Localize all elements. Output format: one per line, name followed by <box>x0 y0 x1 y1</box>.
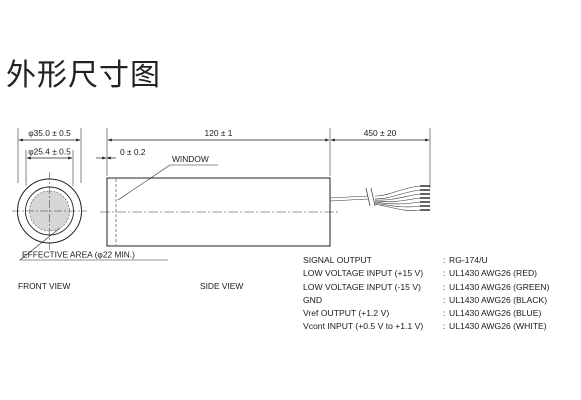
wiring-separator: : <box>443 294 446 305</box>
wiring-row: LOW VOLTAGE INPUT (+15 V):UL1430 AWG26 (… <box>303 267 549 280</box>
wiring-separator: : <box>443 281 446 292</box>
wiring-signal: LOW VOLTAGE INPUT (+15 V) <box>303 268 424 279</box>
wiring-signal: GND <box>303 294 323 305</box>
cable-bundle <box>329 185 421 211</box>
front-view: φ35.0 ± 0.5 φ25.4 ± 0.5 EFFECTIVE AREA (… <box>12 128 168 291</box>
wiring-separator: : <box>443 308 446 319</box>
side-view: 120 ± 1 450 ± 20 0 ± 0.2 WINDOW <box>96 128 431 291</box>
effective-area-label: EFFECTIVE AREA (φ22 MIN.) <box>22 250 135 260</box>
wiring-cable: UL1430 AWG26 (BLUE) <box>449 308 542 319</box>
wiring-signal: SIGNAL OUTPUT <box>303 255 372 265</box>
wiring-signal: LOW VOLTAGE INPUT (-15 V) <box>303 281 421 292</box>
cable-length-label: 450 ± 20 <box>364 128 397 138</box>
wiring-separator: : <box>443 268 446 279</box>
window-label: WINDOW <box>172 154 209 164</box>
wiring-cable: UL1430 AWG26 (GREEN) <box>449 281 550 292</box>
wiring-row: SIGNAL OUTPUT:RG-174/U <box>303 254 549 267</box>
body-length-label: 120 ± 1 <box>205 128 233 138</box>
cable-terminals <box>420 185 430 211</box>
wiring-cable: UL1430 AWG26 (WHITE) <box>449 321 547 332</box>
page-title: 外形尺寸图 <box>6 58 161 93</box>
wiring-signal: Vref OUTPUT (+1.2 V) <box>303 308 390 319</box>
front-view-label: FRONT VIEW <box>18 281 71 291</box>
side-view-label: SIDE VIEW <box>200 281 243 291</box>
wiring-cable: UL1430 AWG26 (BLACK) <box>449 294 548 305</box>
wiring-separator: : <box>443 255 446 265</box>
outer-diameter-label: φ35.0 ± 0.5 <box>28 128 71 138</box>
inner-diameter-label: φ25.4 ± 0.5 <box>28 147 71 157</box>
wiring-row: LOW VOLTAGE INPUT (-15 V):UL1430 AWG26 (… <box>303 281 549 294</box>
wiring-signal: Vcont INPUT (+0.5 V to +1.1 V) <box>303 321 424 332</box>
window-offset-label: 0 ± 0.2 <box>120 147 146 157</box>
wiring-row: Vcont INPUT (+0.5 V to +1.1 V):UL1430 AW… <box>303 320 549 333</box>
wiring-cable: UL1430 AWG26 (RED) <box>449 268 538 279</box>
wiring-separator: : <box>443 321 446 332</box>
wiring-cable: RG-174/U <box>449 255 488 265</box>
wiring-row: GND:UL1430 AWG26 (BLACK) <box>303 294 549 307</box>
wiring-row: Vref OUTPUT (+1.2 V):UL1430 AWG26 (BLUE) <box>303 307 549 320</box>
